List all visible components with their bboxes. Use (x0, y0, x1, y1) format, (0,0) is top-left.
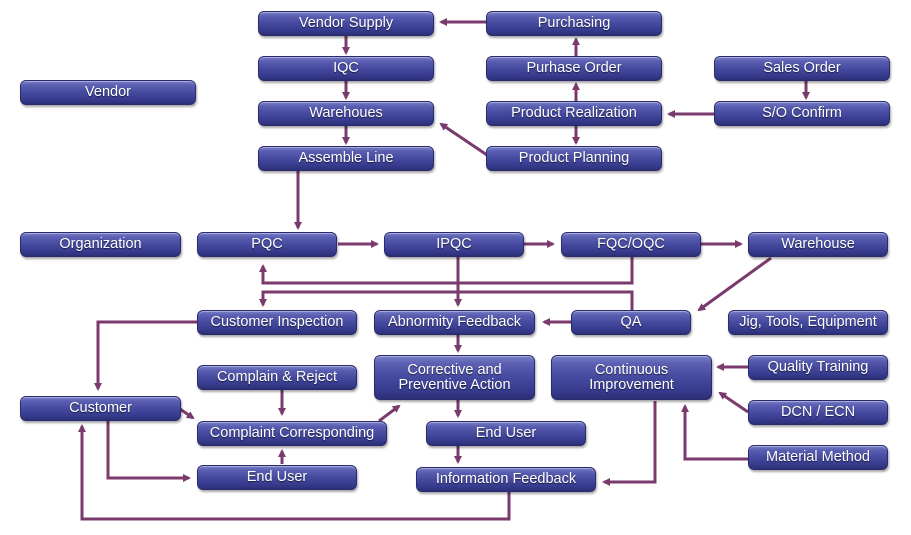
edge-customer-end-user (106, 421, 191, 482)
node-customer-inspection: Customer Inspection (197, 310, 357, 335)
node-complain-reject: Complain & Reject (197, 365, 357, 390)
node-label: Abnormity Feedback (388, 314, 521, 330)
node-label-line2: Improvement (589, 376, 674, 393)
node-organization: Organization (20, 232, 181, 257)
node-label: Product Realization (511, 105, 637, 121)
edge-material-continuous (681, 404, 748, 461)
node-label: End User (246, 469, 308, 485)
edge-customer-complaint (179, 407, 195, 420)
node-abnormity-feedback: Abnormity Feedback (374, 310, 535, 335)
node-assemble-line: Assemble Line (258, 146, 434, 171)
node-qa: QA (571, 310, 691, 335)
node-label: Assemble Line (298, 150, 394, 166)
edge-fqc-pqc (259, 257, 634, 285)
node-label: Purchasing (537, 15, 611, 31)
node-label: Customer Inspection (210, 314, 344, 330)
node-vendor-supply: Vendor Supply (258, 11, 434, 36)
node-material-method: Material Method (748, 445, 888, 470)
node-continuous-improvement: Continuous Improvement (551, 355, 712, 400)
node-label: Vendor (85, 84, 131, 100)
node-complaint-corresponding: Complaint Corresponding (197, 421, 387, 446)
node-ipqc: IPQC (384, 232, 524, 257)
node-sales-order: Sales Order (714, 56, 890, 81)
node-label-line1: Continuous (594, 361, 669, 378)
edge-continuous-information (602, 401, 657, 486)
node-pqc: PQC (197, 232, 337, 257)
node-label: Jig, Tools, Equipment (739, 314, 877, 330)
node-purchase-order: Purhase Order (486, 56, 662, 81)
node-purchasing: Purchasing (486, 11, 662, 36)
node-label: S/O Confirm (762, 105, 842, 121)
node-label: DCN / ECN (780, 404, 856, 420)
node-information-feedback: Information Feedback (416, 467, 596, 492)
node-label-line1: Corrective and (407, 361, 502, 378)
node-label: Customer (69, 400, 132, 416)
edge-dcn-continuous (718, 391, 749, 414)
node-quality-training: Quality Training (748, 355, 888, 380)
node-label: FQC/OQC (597, 236, 665, 252)
node-label: Information Feedback (435, 471, 577, 487)
node-label: Quality Training (767, 359, 869, 375)
node-label: IPQC (436, 236, 472, 252)
node-label: End User (475, 425, 537, 441)
node-label: Complaint Corresponding (209, 425, 375, 441)
node-product-planning: Product Planning (486, 146, 662, 171)
node-label: PQC (251, 236, 283, 252)
node-warehoues: Warehoues (258, 101, 434, 126)
edge-qa-customer-inspection (259, 290, 634, 310)
node-so-confirm: S/O Confirm (714, 101, 890, 126)
node-label: IQC (333, 60, 359, 76)
node-label: Product Planning (518, 150, 630, 166)
node-jig-tools-equipment: Jig, Tools, Equipment (728, 310, 888, 335)
node-fqc-oqc: FQC/OQC (561, 232, 701, 257)
node-label-line2: Preventive Action (398, 376, 511, 393)
node-vendor: Vendor (20, 80, 196, 105)
node-label: Complain & Reject (216, 369, 338, 385)
node-label: Warehoues (309, 105, 383, 121)
node-label: Purhase Order (526, 60, 622, 76)
edge-planning-warehoues (439, 122, 488, 157)
edge-customer-inspection-customer (94, 320, 197, 391)
node-end-user-mid: End User (426, 421, 586, 446)
node-label: Material Method (766, 449, 870, 465)
node-label: QA (620, 314, 642, 330)
node-product-realization: Product Realization (486, 101, 662, 126)
node-label: Sales Order (763, 60, 841, 76)
node-warehouse: Warehouse (748, 232, 888, 257)
node-customer: Customer (20, 396, 181, 421)
node-label: Vendor Supply (298, 15, 394, 31)
node-label: Warehouse (781, 236, 855, 252)
edge-warehouse-qa (697, 256, 772, 312)
node-dcn-ecn: DCN / ECN (748, 400, 888, 425)
edge-information-customer (78, 424, 511, 521)
node-corrective-preventive-action: Corrective and Preventive Action (374, 355, 535, 400)
node-label: Organization (59, 236, 142, 252)
edge-complaint-corrective (378, 404, 401, 423)
node-end-user-left: End User (197, 465, 357, 490)
node-iqc: IQC (258, 56, 434, 81)
